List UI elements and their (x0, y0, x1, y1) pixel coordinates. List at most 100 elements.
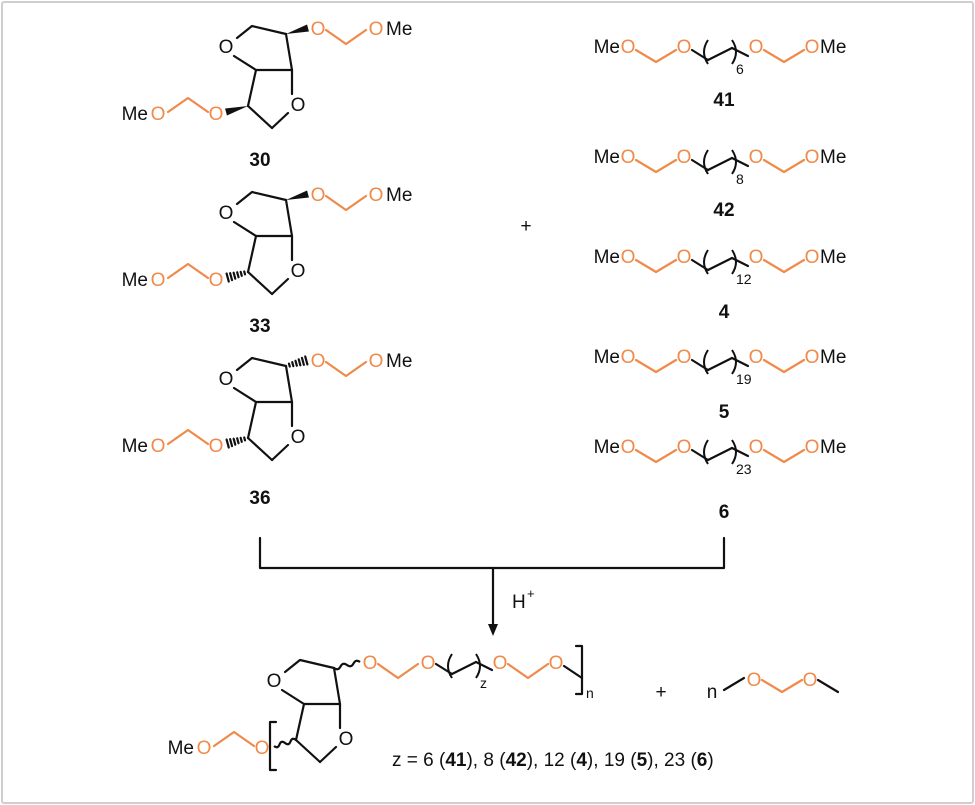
bond (246, 270, 274, 296)
mom-oxygen: O (747, 670, 762, 691)
mom-oxygen: O (805, 247, 820, 268)
text-span: 23 ( (664, 750, 697, 771)
methyl-label: Me (122, 436, 148, 457)
wavy-bond (273, 737, 297, 749)
z-values-legend: z = 6 (41), 8 (42), 12 (4), 19 (5), 23 (… (392, 750, 714, 771)
hash-line (243, 436, 247, 442)
mom-methylene (634, 448, 678, 464)
mom-methylene (634, 48, 678, 64)
hash-line (291, 361, 295, 368)
chain-bond (450, 660, 478, 676)
bond (294, 702, 306, 742)
z-values-text: z = 6 (41), 8 (42), 12 (4), 19 (5), 23 (… (392, 750, 714, 771)
bond (232, 220, 258, 238)
mom-oxygen: O (209, 104, 224, 125)
hash-line (297, 358, 302, 367)
ring-oxygen: O (267, 671, 282, 692)
mom-methylene (634, 358, 678, 374)
mom-oxygen: O (621, 147, 636, 168)
bond (246, 234, 258, 274)
mom-oxygen: O (621, 37, 636, 58)
mom-oxygen: O (209, 270, 224, 291)
repeat-bracket-right (731, 149, 737, 175)
ring-oxygen: O (219, 369, 234, 390)
bond (270, 443, 290, 462)
text-span: ), (466, 750, 483, 771)
mom-oxygen: O (151, 104, 166, 125)
repeat-bracket-right (731, 349, 737, 375)
mom-oxygen: O (363, 653, 378, 674)
chain-bond (706, 46, 734, 62)
compound-ref: 4 (576, 750, 587, 771)
hash-line (236, 271, 240, 279)
mom-oxygen: O (749, 347, 764, 368)
mom-methylene (324, 194, 368, 212)
methyl-label: Me (386, 185, 412, 206)
bond (232, 386, 258, 404)
bond (235, 24, 288, 40)
text-span: ), (587, 750, 604, 771)
methyl-label: Me (820, 347, 846, 368)
bond (284, 198, 294, 238)
chain-subscript: 12 (736, 271, 752, 287)
methyl-label: Me (594, 147, 620, 168)
mom-methylene (762, 48, 806, 64)
catalyst-charge: + (527, 586, 535, 601)
mom-oxygen: O (749, 37, 764, 58)
compound-ref: 41 (445, 750, 467, 771)
mom-methylene (376, 662, 420, 680)
mom-oxygen: O (805, 37, 820, 58)
methyl-label: Me (594, 247, 620, 268)
repeat-bracket-left (703, 39, 709, 65)
mom-oxygen: O (805, 147, 820, 168)
ring-oxygen: O (291, 427, 306, 448)
polymer-bracket-right (574, 644, 584, 696)
mom-oxygen: O (677, 37, 692, 58)
reaction-arrow: H+ (258, 536, 726, 636)
text-span: ), (527, 750, 544, 771)
mom-methylene (212, 730, 256, 748)
ring-oxygen: O (219, 203, 234, 224)
hash-line (232, 271, 237, 280)
compound-label: 5 (719, 402, 730, 423)
mom-oxygen: O (677, 247, 692, 268)
hash-line (300, 356, 305, 366)
bond (246, 400, 258, 440)
chain-bond (730, 156, 750, 168)
chain-subscript: 6 (736, 61, 744, 77)
bond (284, 364, 294, 404)
bond (246, 104, 274, 130)
mom-oxygen: O (621, 347, 636, 368)
mom-oxygen: O (197, 738, 212, 759)
methyl-label: Me (820, 147, 846, 168)
methyl-label: Me (594, 37, 620, 58)
repeat-bracket-left (703, 349, 709, 375)
bond (283, 658, 336, 674)
chain-bond (474, 660, 494, 672)
chain-bond (562, 664, 584, 680)
plus-reactants: + (520, 216, 531, 237)
bond (270, 111, 290, 130)
text-span: z = (392, 750, 423, 771)
mom-methylene (762, 358, 806, 374)
polymer-bracket-left (268, 720, 278, 772)
methyl-label: Me (168, 738, 194, 759)
mom-methylene (634, 158, 678, 174)
ring-oxygen: O (291, 261, 306, 282)
mom-oxygen: O (255, 738, 270, 759)
catalyst-label: H (512, 592, 526, 613)
mom-oxygen: O (311, 185, 326, 206)
repeat-bracket-right (731, 439, 737, 465)
wavy-bond (333, 659, 361, 671)
chain-bond (706, 156, 734, 172)
mom-oxygen: O (749, 147, 764, 168)
mom-methylene (324, 28, 368, 46)
mom-oxygen: O (677, 437, 692, 458)
mom-oxygen: O (803, 670, 818, 691)
chain-subscript: 23 (736, 461, 752, 477)
